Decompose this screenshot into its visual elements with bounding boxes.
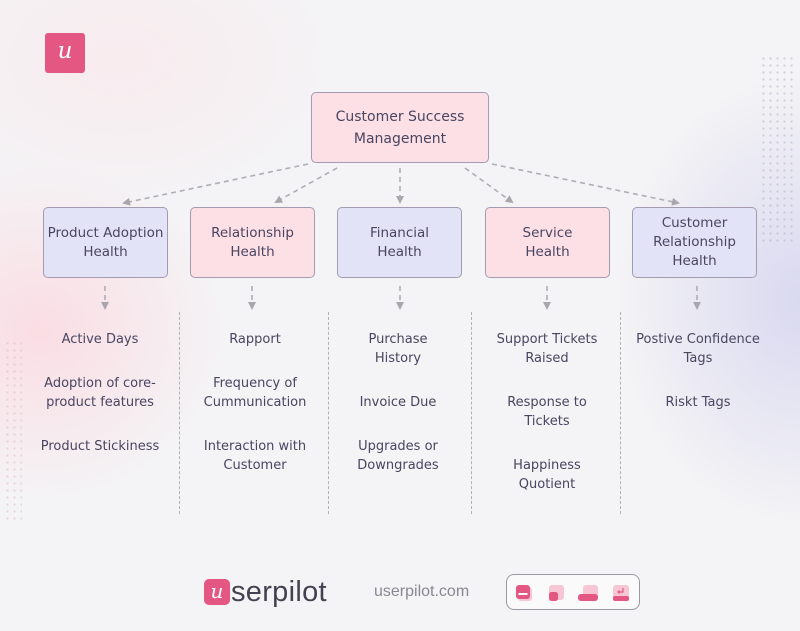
layout-icon-tray <box>506 574 640 610</box>
metrics-product-adoption: Active Days Adoption of core- product fe… <box>30 330 170 481</box>
connector-arrow <box>274 167 338 203</box>
metric-line: Purchase <box>368 332 428 347</box>
decorative-dot-grid <box>760 55 796 245</box>
category-title-line: Health <box>525 243 570 260</box>
metric-item: Frequency of Cummunication <box>185 374 325 412</box>
category-title-line: Health <box>230 243 275 260</box>
metric-line: Response to <box>507 395 587 410</box>
metrics-service: Support Tickets Raised Response to Ticke… <box>477 330 617 519</box>
metric-line: Adoption of core- <box>44 376 156 391</box>
metric-item: Support Tickets Raised <box>477 330 617 368</box>
column-separator <box>179 312 180 514</box>
column-separator <box>471 312 472 514</box>
metric-line: Postive Confidence <box>636 332 760 347</box>
metrics-financial: Purchase History Invoice Due Upgrades or… <box>328 330 468 500</box>
metric-line: Tags <box>683 351 713 366</box>
category-title-line: Relationship <box>211 224 294 241</box>
metric-item: Happiness Quotient <box>477 456 617 494</box>
userpilot-u-logo-icon: u <box>204 579 230 605</box>
metric-line: Quotient <box>518 477 576 492</box>
metric-item: Riskt Tags <box>628 393 768 412</box>
category-title-line: Health <box>672 253 717 269</box>
metric-line: Frequency of <box>213 376 297 391</box>
metric-line: Upgrades or <box>358 439 438 454</box>
banner-layout-icon <box>516 585 532 601</box>
category-title-line: Health <box>377 243 422 260</box>
enter-key-layout-icon <box>613 585 629 601</box>
metric-item: Purchase History <box>328 330 468 368</box>
root-node-line: Customer Success <box>335 108 465 125</box>
category-node-customer-relationship-health: Customer Relationship Health <box>632 207 757 278</box>
metric-line: Raised <box>525 351 569 366</box>
column-separator <box>620 312 621 514</box>
wordmark-letter: u <box>210 578 224 603</box>
metric-item: Product Stickiness <box>30 437 170 456</box>
connector-arrow <box>122 163 309 206</box>
category-title-line: Product Adoption <box>47 224 164 241</box>
category-title-line: Service <box>522 224 573 241</box>
logo-letter: u <box>57 38 73 64</box>
metrics-customer-relationship: Postive Confidence Tags Riskt Tags <box>628 330 768 437</box>
metric-item: Active Days <box>30 330 170 349</box>
metric-line: Product Stickiness <box>40 439 160 454</box>
metric-item: Rapport <box>185 330 325 349</box>
category-title-line: Health <box>83 243 128 260</box>
category-node-financial-health: Financial Health <box>337 207 462 278</box>
metric-line: Tickets <box>524 414 570 429</box>
metric-item: Adoption of core- product features <box>30 374 170 412</box>
category-title-line: Financial <box>369 224 430 241</box>
root-node-customer-success-management: Customer Success Management <box>311 92 489 163</box>
wordmark-text: serpilot <box>231 575 327 608</box>
metric-line: Interaction with <box>203 439 307 454</box>
metrics-relationship: Rapport Frequency of Cummunication Inter… <box>185 330 325 500</box>
category-title-line: Customer <box>661 215 728 231</box>
userpilot-wordmark: u serpilot <box>204 574 327 610</box>
decorative-dot-grid <box>4 340 22 520</box>
metric-item: Invoice Due <box>328 393 468 412</box>
category-node-service-health: Service Health <box>485 207 610 278</box>
metric-item: Upgrades or Downgrades <box>328 437 468 475</box>
metric-item: Postive Confidence Tags <box>628 330 768 368</box>
metric-line: Riskt Tags <box>665 395 731 410</box>
category-node-product-adoption-health: Product Adoption Health <box>43 207 168 278</box>
category-title-line: Relationship <box>653 234 736 250</box>
metric-line: Cummunication <box>203 395 307 410</box>
userpilot-logo-icon: u <box>45 33 85 73</box>
metric-line: Invoice Due <box>359 395 437 410</box>
metric-line: Customer <box>223 458 287 473</box>
metric-line: Downgrades <box>357 458 439 473</box>
category-node-relationship-health: Relationship Health <box>190 207 315 278</box>
metric-line: Happiness <box>513 458 581 473</box>
metric-item: Response to Tickets <box>477 393 617 431</box>
metric-line: Rapport <box>229 332 281 347</box>
metric-line: Active Days <box>61 332 139 347</box>
metric-line: product features <box>46 395 154 410</box>
metric-line: Support Tickets <box>496 332 598 347</box>
connector-arrow <box>491 163 680 206</box>
metric-line: History <box>374 351 422 366</box>
column-separator <box>328 312 329 514</box>
slideout-layout-icon <box>549 585 564 601</box>
root-node-line: Management <box>353 130 447 147</box>
metric-item: Interaction with Customer <box>185 437 325 475</box>
connector-arrow <box>464 167 514 204</box>
bottom-bar-layout-icon <box>578 585 598 601</box>
website-link[interactable]: userpilot.com <box>374 583 470 600</box>
